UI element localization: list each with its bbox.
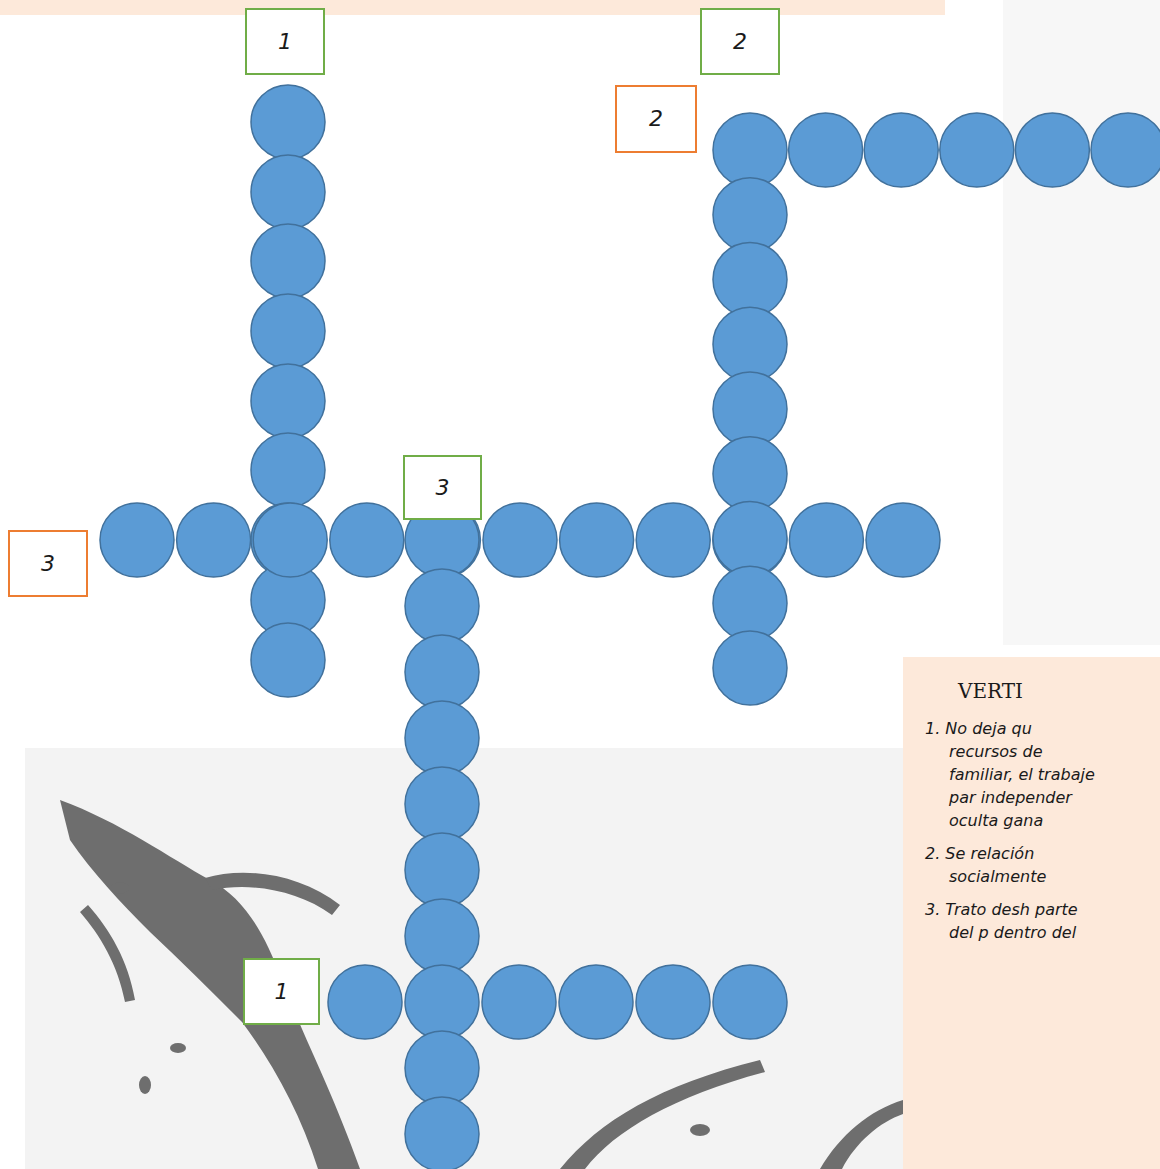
clue-number-box: 3: [8, 530, 88, 597]
letter-cells: [100, 85, 1160, 1169]
letter-cell: [482, 965, 556, 1039]
splash-branch: [205, 873, 340, 915]
letter-cell: [405, 833, 479, 907]
letter-cell: [405, 1097, 479, 1169]
letter-cell: [100, 503, 174, 577]
letter-cell: [177, 503, 251, 577]
clue-number: 1: [278, 31, 292, 53]
clue-item: 2. Se relación socialmente: [925, 842, 1099, 888]
letter-cell: [636, 965, 710, 1039]
letter-cell: [405, 767, 479, 841]
letter-cell: [713, 502, 787, 576]
letter-cell: [560, 503, 634, 577]
clue-number-box: 2: [615, 85, 697, 153]
letter-cell: [405, 899, 479, 973]
splash-drop: [111, 882, 129, 894]
clue-number-box: 2: [700, 8, 780, 75]
letter-cell: [251, 85, 325, 159]
clue-number: 2: [733, 31, 747, 53]
clue-heading: VERTI: [958, 679, 1160, 703]
letter-cell: [713, 566, 787, 640]
letter-cell: [559, 965, 633, 1039]
header-band: [0, 0, 945, 15]
letter-cell: [251, 224, 325, 298]
letter-cell: [405, 635, 479, 709]
letter-cell: [713, 965, 787, 1039]
splash-stroke: [60, 800, 360, 1169]
letter-cell: [251, 623, 325, 697]
letter-cell: [636, 503, 710, 577]
splash-branch: [820, 1100, 903, 1169]
splash-branch: [80, 905, 135, 1002]
letter-cell: [713, 243, 787, 317]
letter-cell: [713, 178, 787, 252]
letter-cell: [405, 965, 479, 1039]
letter-cell: [866, 503, 940, 577]
letter-cell: [713, 372, 787, 446]
side-panel: [1003, 0, 1160, 645]
letter-cell: [405, 701, 479, 775]
letter-cell: [940, 113, 1014, 187]
letter-cell: [713, 437, 787, 511]
letter-cell: [1015, 113, 1089, 187]
letter-cell: [405, 1031, 479, 1105]
letter-cell: [405, 569, 479, 643]
letter-cell: [789, 503, 863, 577]
letter-cell: [253, 503, 327, 577]
paint-splash: [60, 800, 903, 1169]
clue-number: 3: [436, 477, 450, 499]
clue-number: 2: [649, 108, 663, 130]
letter-cell: [251, 294, 325, 368]
clue-number: 1: [275, 981, 289, 1003]
letter-cell: [713, 307, 787, 381]
letter-cell: [251, 433, 325, 507]
splash-branch: [560, 1060, 765, 1169]
letter-cell: [251, 155, 325, 229]
clue-panel: VERTI 1. No deja qu recursos de familiar,…: [903, 657, 1160, 1169]
letter-cell: [251, 364, 325, 438]
clue-item: 3. Trato desh parte del p dentro del: [925, 898, 1099, 944]
letter-cell: [330, 503, 404, 577]
clue-number-box: 1: [245, 8, 325, 75]
clue-number-box: 3: [403, 455, 482, 520]
splash-drop: [690, 1124, 710, 1136]
letter-cell: [328, 965, 402, 1039]
letter-cell: [789, 113, 863, 187]
clue-item: 1. No deja qu recursos de familiar, el t…: [925, 717, 1099, 832]
clue-number: 3: [41, 553, 55, 575]
letter-cell: [713, 113, 787, 187]
letter-cell: [1091, 113, 1160, 187]
splash-drop: [139, 1076, 151, 1094]
clue-number-box: 1: [243, 958, 320, 1025]
letter-cell: [483, 503, 557, 577]
splash-drop: [170, 1043, 186, 1053]
letter-cell: [713, 631, 787, 705]
letter-cell: [864, 113, 938, 187]
